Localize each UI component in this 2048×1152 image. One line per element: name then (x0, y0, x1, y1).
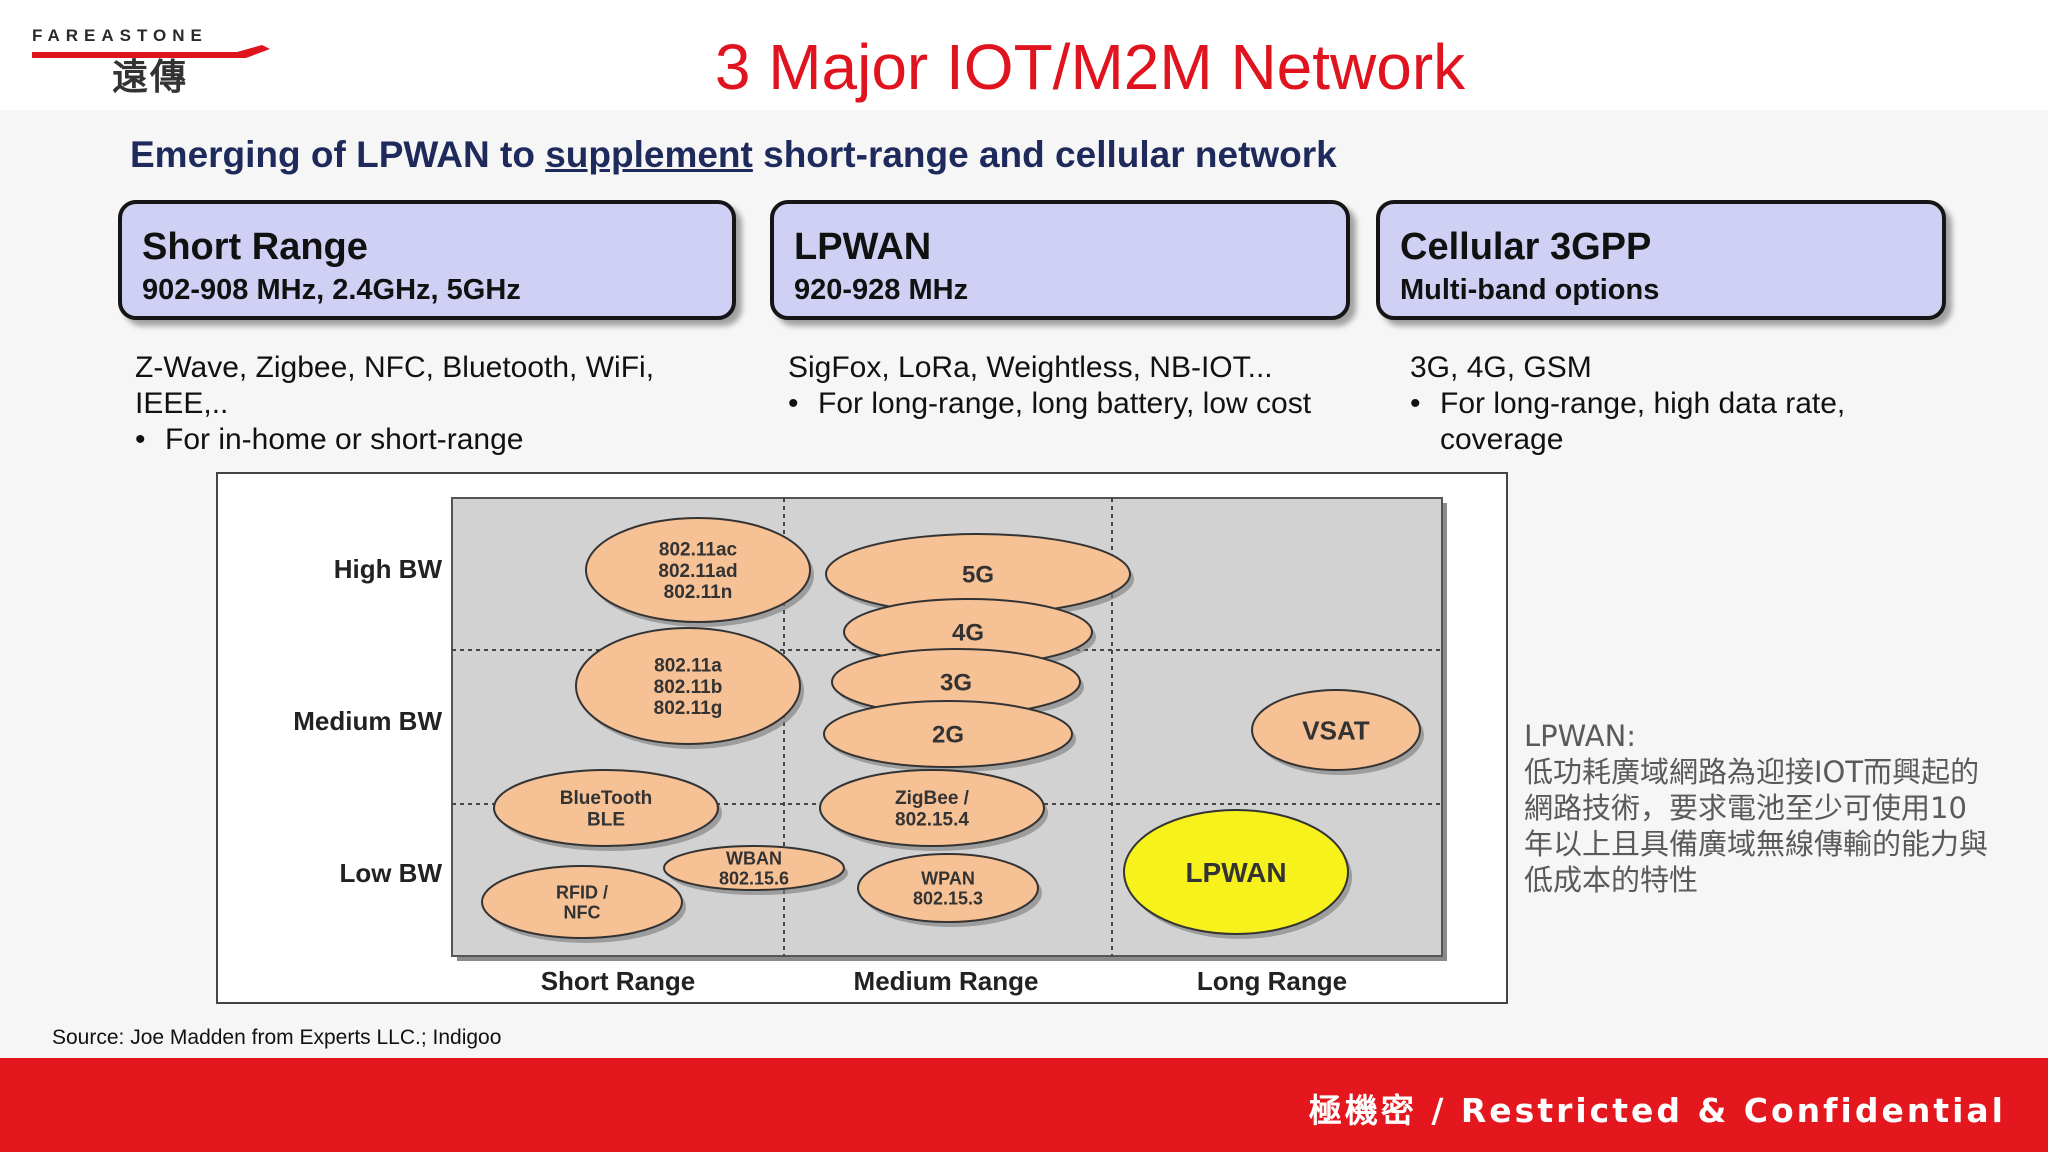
bubble-label: 4G (952, 620, 984, 647)
bubble (585, 517, 811, 623)
header-band (0, 0, 2048, 110)
description-line: Z-Wave, Zigbee, NFC, Bluetooth, WiFi, (135, 351, 655, 384)
bubble-label: LPWAN (1185, 857, 1286, 888)
slide-subtitle: Emerging of LPWAN to supplement short-ra… (130, 134, 1337, 176)
bubble-label: 802.11ac (659, 540, 738, 561)
card-frequency: 920-928 MHz (794, 274, 969, 306)
description-short-range: Z-Wave, Zigbee, NFC, Bluetooth, WiFi, IE… (135, 350, 735, 458)
subtitle-text-end: short-range and cellular network (752, 134, 1337, 175)
network-chart: High BW Medium BW Low BW Short Range Medium … (216, 472, 1508, 1004)
bubble (575, 627, 801, 745)
bubble-label: 802.15.6 (719, 869, 789, 889)
card-cellular-3gpp: Cellular 3GPP Multi-band options (1376, 200, 1946, 320)
description-bullet: • For long-range, high data rate, coverag… (1410, 386, 1900, 458)
card-frequency: Multi-band options (1400, 274, 1660, 306)
bullet-text: For in-home or short-range (165, 423, 524, 456)
bubble-label: WBAN (726, 848, 782, 868)
bubble (857, 853, 1039, 923)
network-chart-svg: High BW Medium BW Low BW Short Range Medium … (293, 497, 1447, 996)
bubble-label: 802.11b (654, 677, 723, 698)
bubble-label: BlueTooth (560, 788, 653, 809)
card-title: LPWAN (794, 226, 932, 268)
bubble-label: NFC (564, 903, 601, 923)
note-line: 低功耗廣域網路為迎接IOT而興起的 (1524, 755, 1980, 789)
x-axis-label: Medium Range (854, 966, 1039, 996)
source-citation: Source: Joe Madden from Experts LLC.; In… (52, 1026, 502, 1049)
bullet-icon: • (788, 387, 799, 420)
confidential-label: 極機密 / Restricted & Confidential (1308, 1091, 2006, 1130)
bullet-text: For long-range, long battery, low cost (818, 387, 1312, 420)
bubble (819, 769, 1045, 847)
y-axis-label: Low BW (339, 858, 442, 888)
note-heading: LPWAN: (1524, 719, 1637, 753)
note-line: 年以上且具備廣域無線傳輸的能力與 (1524, 827, 1989, 861)
bubble-label: 2G (932, 722, 964, 749)
description-cellular: 3G, 4G, GSM • For long-range, high data r… (1410, 350, 1900, 458)
bubble (1251, 689, 1421, 771)
bubble-label: 802.15.4 (895, 809, 969, 830)
footer-band: 極機密 / Restricted & Confidential (0, 1058, 2048, 1152)
bubble-label: 802.15.3 (913, 889, 983, 909)
description-line: SigFox, LoRa, Weightless, NB-IOT... (788, 351, 1273, 384)
bubble-label: 802.11g (654, 698, 723, 719)
slide-title: 3 Major IOT/M2M Network (714, 31, 1466, 103)
bubble-label: 3G (940, 670, 972, 697)
bubble-label: 5G (962, 562, 994, 589)
card-title: Cellular 3GPP (1400, 226, 1652, 268)
bubble (823, 700, 1073, 768)
subtitle-text-start: Emerging of LPWAN to (130, 134, 546, 175)
note-line: 低成本的特性 (1524, 863, 1699, 897)
card-short-range: Short Range 902-908 MHz, 2.4GHz, 5GHz (118, 200, 736, 320)
bullet-text: For long-range, high data rate, coverage (1440, 387, 1846, 456)
card-title: Short Range (142, 226, 368, 268)
bubble (1123, 809, 1349, 935)
description-lpwan: SigFox, LoRa, Weightless, NB-IOT... • For… (788, 350, 1348, 422)
bubble-label: VSAT (1302, 715, 1370, 745)
bubble-label: 802.11ad (658, 561, 737, 582)
description-line: 3G, 4G, GSM (1410, 351, 1592, 384)
bubble-label: 802.11a (654, 656, 722, 677)
description-bullet: • For in-home or short-range (135, 422, 735, 458)
description-line: IEEE,.. (135, 387, 229, 420)
y-axis-label: Medium BW (293, 706, 442, 736)
bubble-label: WPAN (921, 868, 975, 888)
card-frequency: 902-908 MHz, 2.4GHz, 5GHz (142, 274, 521, 306)
logo-chinese-text: 遠傳 (112, 57, 189, 98)
y-axis-label: High BW (334, 554, 443, 584)
bubble (663, 845, 845, 891)
x-axis-label: Short Range (541, 966, 696, 996)
logo-swoosh-icon (32, 45, 270, 58)
bubble-label: BLE (587, 809, 625, 830)
bullet-icon: • (135, 423, 146, 456)
bubble (493, 769, 719, 847)
bubble-label: RFID / (556, 882, 608, 902)
note-line: 網路技術，要求電池至少可使用10 (1524, 791, 1967, 825)
card-lpwan: LPWAN 920-928 MHz (770, 200, 1350, 320)
logo-english-text: FAREASTONE (32, 26, 208, 45)
bubble-label: ZigBee / (895, 788, 970, 809)
bubble-label: 802.11n (664, 582, 733, 603)
subtitle-underlined-word: supplement (545, 134, 753, 175)
company-logo: FAREASTONE 遠傳 (32, 26, 272, 98)
description-bullet: • For long-range, long battery, low cost (788, 386, 1348, 422)
x-axis-label: Long Range (1197, 966, 1347, 996)
lpwan-note: LPWAN: 低功耗廣域網路為迎接IOT而興起的 網路技術，要求電池至少可使用1… (1524, 718, 2024, 898)
bubble (481, 865, 683, 939)
bullet-icon: • (1410, 387, 1421, 420)
